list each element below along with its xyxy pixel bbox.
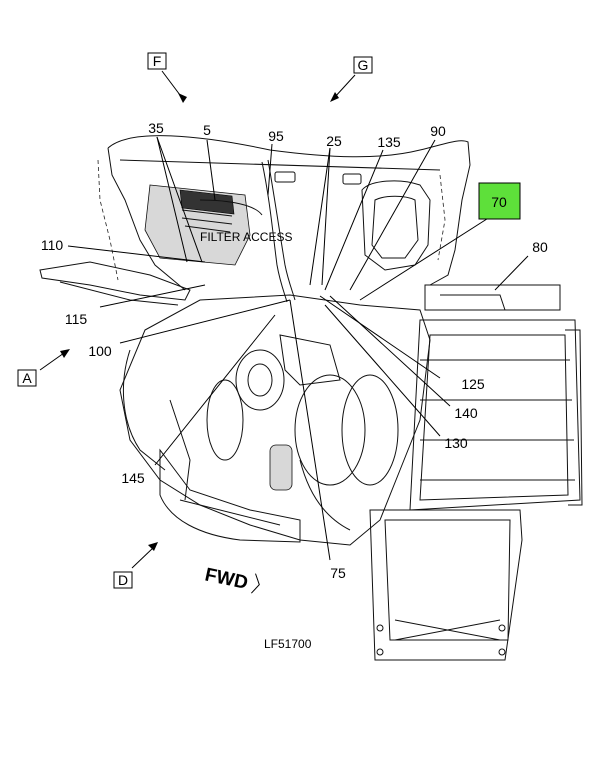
callout-35[interactable]: 35 xyxy=(148,120,164,136)
view-marker-d-label: D xyxy=(118,572,128,588)
view-marker-g: G xyxy=(353,56,373,74)
view-marker-f: F xyxy=(147,52,167,70)
fwd-indicator: FWD xyxy=(203,564,260,594)
callout-100[interactable]: 100 xyxy=(88,343,112,359)
callout-75[interactable]: 75 xyxy=(330,565,346,581)
view-marker-a-label: A xyxy=(22,370,32,386)
view-arrows xyxy=(39,70,356,569)
callout-140[interactable]: 140 xyxy=(454,405,478,421)
filter-access-label: FILTER ACCESS xyxy=(200,230,292,244)
callout-90[interactable]: 90 xyxy=(430,123,446,139)
fwd-label: FWD xyxy=(203,564,250,594)
callout-labels: 35 5 95 25 135 90 80 110 115 100 125 140… xyxy=(41,120,548,581)
engine-line-art: FILTER ACCESS xyxy=(39,135,583,661)
callout-5[interactable]: 5 xyxy=(203,122,211,138)
leader-lines xyxy=(67,136,529,561)
callout-110[interactable]: 110 xyxy=(41,237,64,253)
callout-80[interactable]: 80 xyxy=(532,239,548,255)
callout-125[interactable]: 125 xyxy=(461,376,485,392)
callout-70[interactable]: 70 xyxy=(491,194,507,210)
drawing-code: LF51700 xyxy=(264,637,312,651)
view-marker-f-label: F xyxy=(153,53,162,69)
view-marker-d: D xyxy=(113,571,133,589)
callout-95[interactable]: 95 xyxy=(268,128,284,144)
callout-145[interactable]: 145 xyxy=(121,470,145,486)
view-marker-a: A xyxy=(17,369,37,387)
callout-70-highlight[interactable]: 70 xyxy=(478,182,521,220)
callout-135[interactable]: 135 xyxy=(377,134,401,150)
callout-25[interactable]: 25 xyxy=(326,133,342,149)
view-marker-g-label: G xyxy=(358,57,369,73)
callout-130[interactable]: 130 xyxy=(444,435,468,451)
callout-115[interactable]: 115 xyxy=(65,311,88,327)
